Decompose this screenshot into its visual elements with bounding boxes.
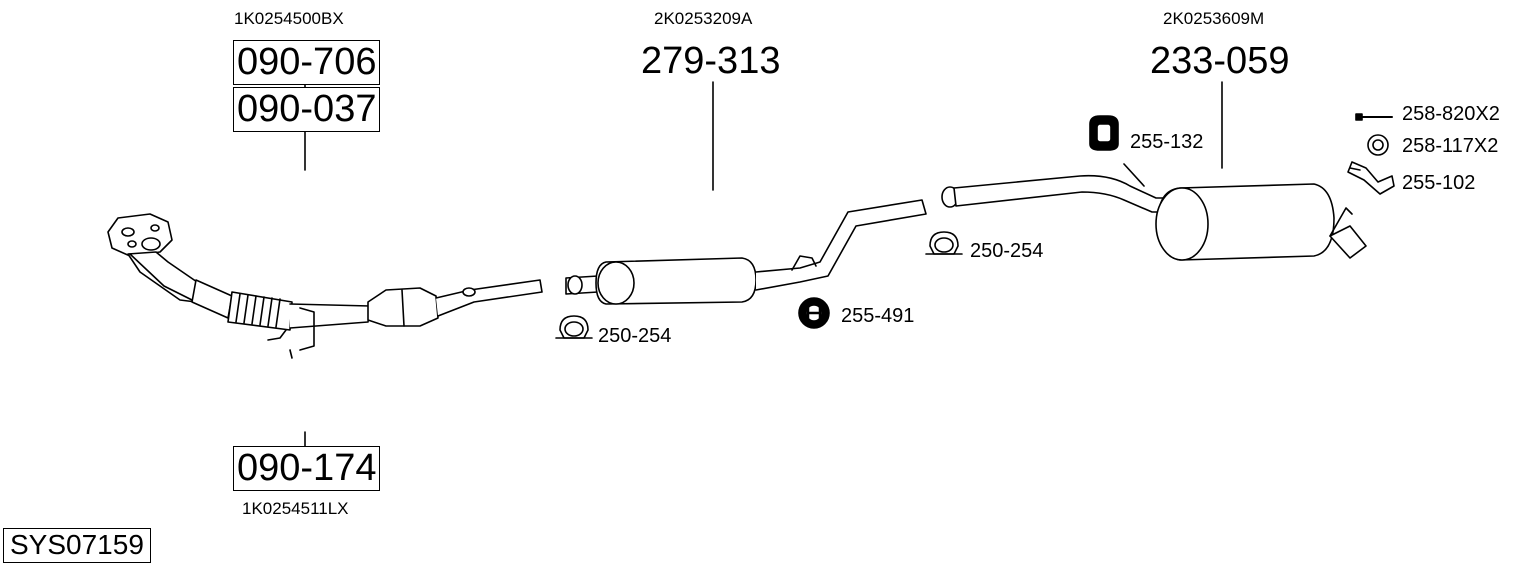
accessory-label-clamp-1: 250-254 (598, 325, 672, 347)
accessory-label-bracket: 255-102 (1402, 172, 1476, 194)
part-number-090-037: 090-037 (233, 87, 381, 132)
oe-number-rear: 2K0253609M (1163, 9, 1265, 28)
middle-pipe-drawing (565, 199, 927, 305)
part-number-090-174: 090-174 (233, 446, 381, 491)
tail-pipe (1329, 225, 1367, 259)
manifold-flange (107, 213, 173, 257)
clamp-1-icon (555, 315, 593, 339)
hanger-1-icon (1089, 115, 1119, 151)
rear-pipe-drawing (941, 163, 1367, 261)
oe-number-front: 1K0254500BX (234, 9, 344, 28)
front-pipe-drawing (107, 213, 543, 359)
oe-number-front-bottom: 1K0254511LX (242, 499, 349, 518)
clamp-2-icon (925, 231, 963, 255)
accessory-label-clamp-2: 250-254 (970, 240, 1044, 262)
part-number-233-059: 233-059 (1150, 40, 1290, 82)
middle-muffler (595, 257, 757, 305)
part-number-090-706: 090-706 (233, 40, 381, 85)
middle-pipe-inlet (567, 275, 583, 295)
system-code: SYS07159 (3, 528, 151, 563)
accessory-label-ring: 258-117X2 (1402, 135, 1499, 157)
part-number-279-313: 279-313 (641, 40, 781, 82)
bolt-icon (1355, 113, 1393, 121)
ring-icon (1367, 134, 1389, 156)
accessory-label-bolt: 258-820X2 (1402, 103, 1500, 125)
rubber-mount-1-icon (798, 297, 830, 329)
bracket-icon (1347, 161, 1395, 195)
accessory-label-rubber-mount-1: 255-491 (841, 305, 915, 327)
accessory-label-hanger-1: 255-132 (1130, 131, 1204, 153)
front-pipe-joint (191, 279, 233, 319)
oe-number-middle: 2K0253209A (654, 9, 753, 28)
